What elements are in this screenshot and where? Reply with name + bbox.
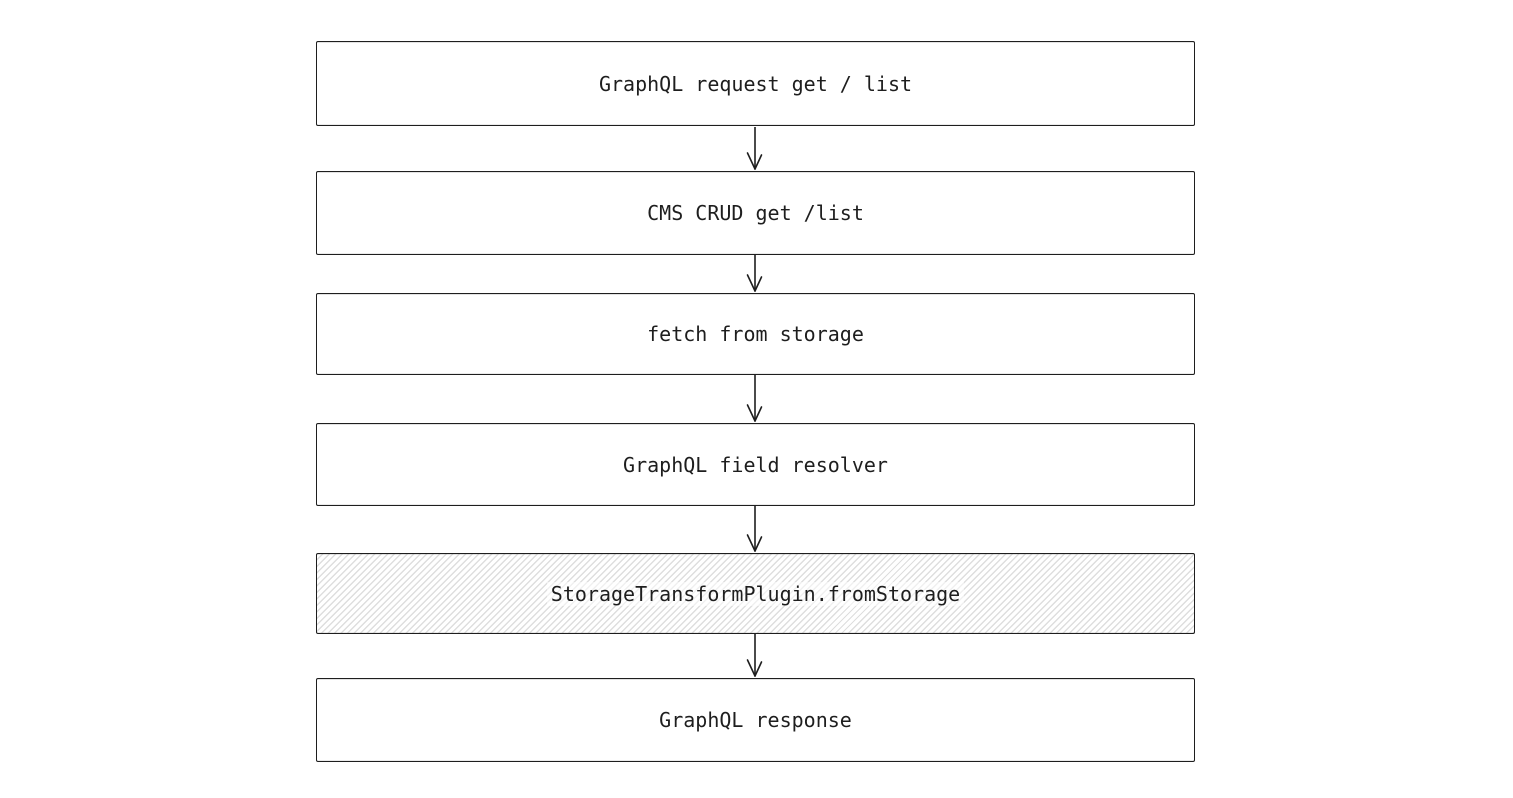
arrow-down-icon	[746, 634, 763, 677]
flow-node-cms-crud: CMS CRUD get /list	[316, 171, 1195, 255]
arrow-down-icon	[746, 255, 763, 292]
flow-node-label: GraphQL request get / list	[598, 71, 913, 96]
flow-node-graphql-field-resolver: GraphQL field resolver	[316, 423, 1195, 506]
flow-node-label: GraphQL response	[659, 708, 852, 732]
flow-node-label: CMS CRUD get /list	[647, 201, 864, 225]
flow-node-graphql-request: GraphQL request get / list	[316, 41, 1195, 126]
flow-node-label: StorageTransformPlugin.fromStorage	[546, 581, 965, 606]
flow-node-label: fetch from storage	[647, 322, 864, 346]
arrow-down-icon	[746, 127, 763, 170]
arrow-down-icon	[746, 506, 763, 552]
flow-node-storage-transform-plugin: StorageTransformPlugin.fromStorage	[316, 553, 1195, 634]
flow-node-fetch-from-storage: fetch from storage	[316, 293, 1195, 375]
arrow-down-icon	[746, 375, 763, 422]
flow-node-graphql-response: GraphQL response	[316, 678, 1195, 762]
flow-node-label: GraphQL field resolver	[623, 452, 888, 477]
